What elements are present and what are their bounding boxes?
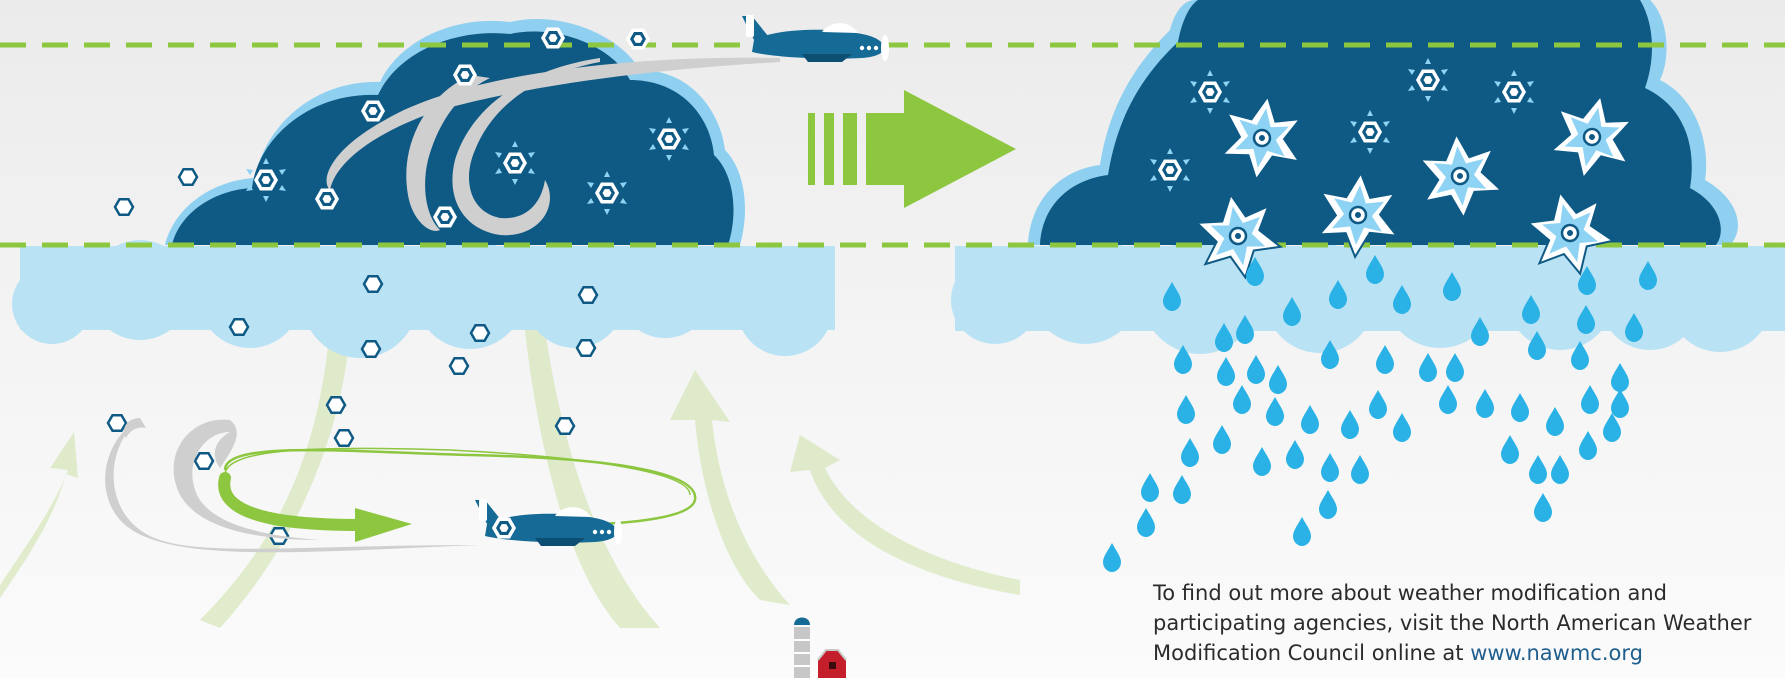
ice-crystal-icon xyxy=(317,190,337,207)
process-arrow-icon xyxy=(808,90,1016,208)
ice-crystal-icon xyxy=(628,30,648,47)
caption-text: To find out more about weather modificat… xyxy=(1153,581,1751,665)
right-cloud xyxy=(951,0,1785,354)
farm-barn-icon xyxy=(818,650,846,678)
ice-crystal-icon xyxy=(455,66,475,83)
info-caption: To find out more about weather modificat… xyxy=(1153,578,1778,668)
seeding-plane-icon xyxy=(742,15,889,62)
nawmc-link[interactable]: www.nawmc.org xyxy=(1470,641,1643,665)
ice-crystal-icon xyxy=(363,102,383,119)
silo-icon xyxy=(794,618,810,678)
ground-swirl xyxy=(105,418,480,552)
ice-crystal-icon xyxy=(435,208,455,225)
ice-crystal-icon xyxy=(543,29,563,46)
